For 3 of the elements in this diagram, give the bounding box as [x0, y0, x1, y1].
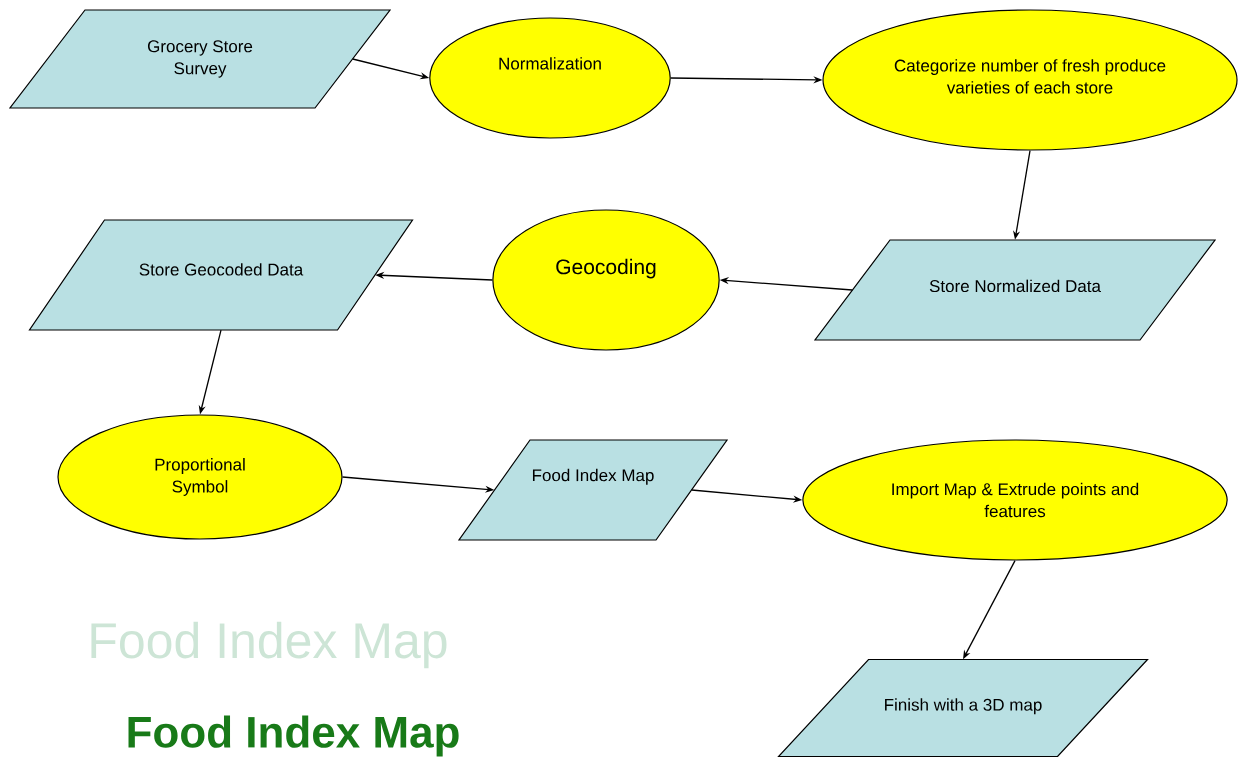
title-text: Food Index Map	[128, 715, 459, 757]
data-parallelogram: Finish with a 3D map	[777, 658, 1149, 757]
data-parallelogram: Store Geocoded Data	[28, 219, 414, 331]
